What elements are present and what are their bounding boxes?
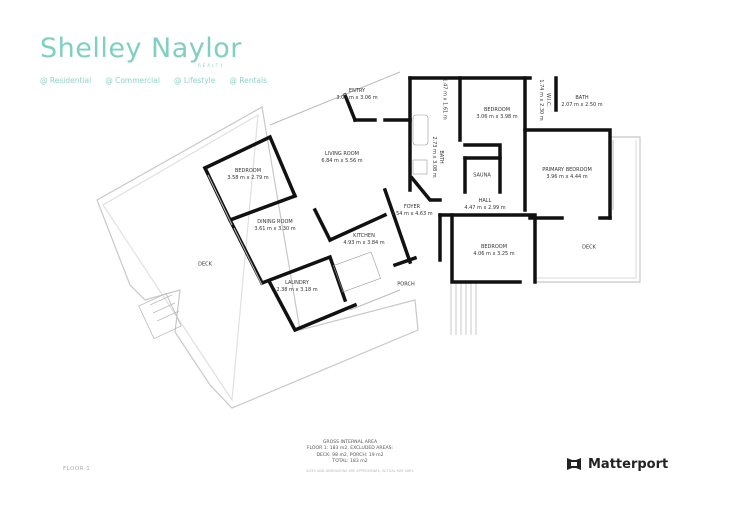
room-name: BATH <box>438 150 444 164</box>
room-size: 4.47 m x 2.99 m <box>464 205 506 211</box>
summary-title: GROSS INTERNAL AREA <box>322 440 378 445</box>
room-size: 4.93 m x 3.84 m <box>343 240 385 246</box>
room-name: DECK <box>198 261 212 268</box>
room-size: 3.58 m x 2.79 m <box>227 175 269 181</box>
deck-right-inner <box>535 140 637 279</box>
summary-total: TOTAL: 183 m2 <box>332 458 368 464</box>
room-size: 2.73 m x 3.08 m <box>431 136 437 178</box>
room-size: 2.07 m x 2.50 m <box>561 102 603 108</box>
fixtures <box>333 114 429 293</box>
brand-name: Shelley Naylor <box>40 33 242 64</box>
room-name: BEDROOM <box>480 244 508 250</box>
bathtub <box>412 114 429 146</box>
room-wic: W.I.C.1.74 m x 2.30 m <box>537 79 551 120</box>
room-name: W.I.C. <box>545 92 551 108</box>
area-summary: GROSS INTERNAL AREA FLOOR 1: 183 m2, EXC… <box>290 440 410 465</box>
room-name: PORCH <box>397 281 415 288</box>
disclaimer: SIZES AND DIMENSIONS ARE APPROXIMATE, AC… <box>306 469 414 473</box>
room-name: HALL <box>478 198 492 204</box>
matterport-name: Matterport <box>588 456 669 472</box>
category-rentals: @ Rentals <box>229 76 267 85</box>
room-name: FOYER <box>403 204 421 210</box>
room-name: BEDROOM <box>234 168 262 174</box>
room-name: DECK <box>582 244 596 251</box>
room-name: BEDROOM <box>483 107 511 113</box>
room-porch: PORCH <box>397 282 414 289</box>
room-name: LAUNDRY <box>285 280 309 286</box>
deck-outlines <box>96 106 641 409</box>
category-lifestyle: @ Lifestyle <box>173 76 216 85</box>
stairs-right <box>450 283 477 335</box>
room-size: 1.74 m x 2.30 m <box>538 79 544 121</box>
room-size: 4.06 m x 3.25 m <box>473 251 515 257</box>
room-size: 2.38 m x 3.18 m <box>276 287 318 293</box>
room-deck-left: DECK <box>198 262 212 269</box>
room-size: 3.06 m x 3.98 m <box>476 114 518 120</box>
room-name: LIVING ROOM <box>324 151 360 157</box>
room-name: DINING ROOM <box>257 219 293 225</box>
room-name: PRIMARY BEDROOM <box>542 167 592 173</box>
stairs <box>138 283 477 340</box>
room-deck-right: DECK <box>582 245 596 252</box>
room-size: 1.47 m x 1.61 m <box>441 78 448 120</box>
summary-floor: FLOOR 1: 183 m2, EXCLUDED AREAS: <box>306 446 394 452</box>
deck-left-inner <box>102 113 259 402</box>
brand-subtitle: REALTY <box>198 63 225 68</box>
room-size: 3.61 m x 3.30 m <box>254 226 296 232</box>
matterport-logo: Matterport <box>566 456 668 472</box>
room-name: KITCHEN <box>353 233 375 239</box>
shower <box>412 159 428 175</box>
matterport-icon <box>567 458 581 470</box>
room-size: 3.96 m x 4.44 m <box>546 174 588 180</box>
room-name: ENTRY <box>348 88 366 94</box>
deck-right-outline <box>535 136 641 283</box>
room-name: SAUNA <box>473 172 491 179</box>
brand-categories: @ Residential @ Commercial @ Lifestyle @… <box>40 76 267 85</box>
kitchen-island <box>333 251 381 293</box>
windows <box>207 71 614 311</box>
category-residential: @ Residential <box>40 76 92 85</box>
deck-left-outline <box>96 106 419 409</box>
room-size: 2.54 m x 4.63 m <box>391 211 433 217</box>
room-toilet: 1.47 m x 1.61 m <box>441 78 448 119</box>
room-sauna: SAUNA <box>473 173 491 180</box>
brand-logo: Shelley Naylor REALTY @ Residential @ Co… <box>40 33 267 86</box>
room-size: 6.84 m x 5.56 m <box>321 158 363 164</box>
floor-label: FLOOR 1 <box>63 466 91 472</box>
room-size: 3.05 m x 3.06 m <box>336 95 378 101</box>
room-name: BATH <box>575 95 589 101</box>
summary-excluded: DECK: 98 m2, PORCH: 19 m2 <box>316 452 384 458</box>
category-commercial: @ Commercial <box>105 76 160 85</box>
stairs-left <box>138 292 182 340</box>
